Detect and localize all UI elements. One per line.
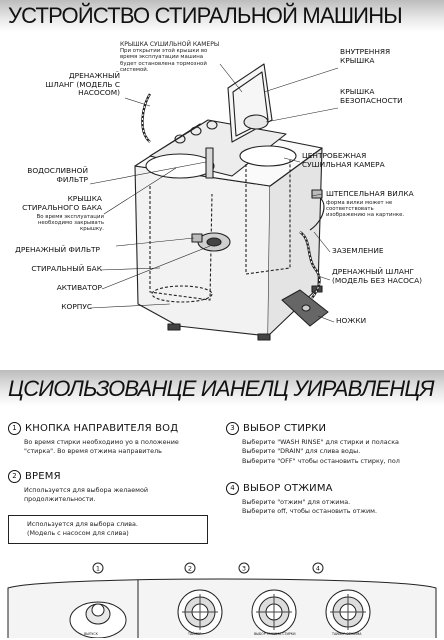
knob-label-wash-mode: ВЫБОР РЕЖИМА СТИРКИ: [254, 632, 296, 636]
panel-marker: 2: [188, 565, 192, 573]
plug-label: ШТЕПСЕЛЬНАЯ ВИЛКА: [326, 189, 414, 198]
overflow-filter-label: ВОДОСЛИВНОЙ ФИЛЬТР: [27, 166, 88, 184]
control-description: Выберите "WASH RINSE" для стирки и полас…: [242, 438, 400, 465]
section-bar: [0, 370, 444, 406]
control-number: 3: [226, 422, 239, 435]
drain-select-box: Используется для выбора слива. (Модель с…: [8, 515, 208, 544]
feet-label: НОЖКИ: [336, 316, 367, 325]
drying-lid-note: КРЫШКА СУШИЛЬНОЙ КАМЕРЫ При открытии это…: [120, 41, 220, 73]
knob-label-spin-timer: ТАЙМЕР ОТЖИМА: [332, 632, 362, 636]
drain-hose-nopump-label: ДРЕНАЖНЫЙ ШЛАНГ (МОДЕЛЬ БЕЗ НАСОСА): [332, 267, 423, 285]
control-title: ВРЕМЯ: [25, 471, 61, 482]
drying-lid-line: системой.: [120, 66, 149, 73]
control-title: КНОПКА НАПРАВИТЕЛЯ ВОД: [25, 423, 179, 434]
drying-lid-line: При открытии этой крышки во: [120, 48, 208, 55]
spin-chamber-label: ЦЕНТРОБЕЖНАЯ СУШИЛЬНАЯ КАМЕРА: [302, 151, 385, 169]
wash-tub-lid-note: Во время эксплуатации необходимо закрыва…: [36, 214, 104, 233]
agitator-label: АКТИВАТОР: [56, 283, 102, 292]
washing-machine-diagram: КРЫШКА СУШИЛЬНОЙ КАМЕРЫ При открытии это…: [0, 36, 444, 366]
washing-machine-illustration: [89, 63, 339, 341]
drying-lid-line: будет остановлена тормозной: [120, 60, 207, 67]
inner-lid-label: ВНУТРЕННЯЯ КРЫШКА: [340, 47, 391, 65]
wash-tub-label: СТИРАЛЬНЫЙ БАК: [31, 264, 102, 273]
title-bar: УСТРОЙСТВО СТИРАЛЬНОЙ МАШИНЫ: [0, 0, 444, 32]
control-number: 2: [8, 470, 21, 483]
page-title: УСТРОЙСТВО СТИРАЛЬНОЙ МАШИНЫ: [8, 3, 403, 28]
control-panel-drawing: 1 2 3 4: [7, 562, 437, 638]
knob-label-timer: ТАЙМЕР: [188, 632, 202, 636]
panel-marker: 3: [242, 565, 246, 573]
ground-label: ЗАЗЕМЛЕНИЕ: [332, 246, 384, 255]
control-panel-illustration: 1 2 3 4 ВЫПУСК ТАЙМЕР ВЫБОР РЕЖИМА СТИРК…: [4, 558, 440, 638]
drying-lid-line: время эксплуатации машина: [120, 54, 204, 61]
control-description: Во время стирки необходимо уо в положени…: [24, 438, 179, 456]
control-wash-select: 3 ВЫБОР СТИРКИ Выберите "WASH RINSE" для…: [226, 422, 400, 466]
wash-tub-lid-label: КРЫШКА СТИРАЛЬНОГО БАКА: [22, 194, 102, 212]
drying-lid-heading: КРЫШКА СУШИЛЬНОЙ КАМЕРЫ: [120, 41, 220, 48]
drain-filter-label: ДРЕНАЖНЫЙ ФИЛЬТР: [15, 245, 100, 254]
control-number: 1: [8, 422, 21, 435]
control-title: ВЫБОР СТИРКИ: [243, 423, 327, 434]
control-number: 4: [226, 482, 239, 495]
knob-label-drain: ВЫПУСК: [84, 632, 98, 636]
control-title: ВЫБОР ОТЖИМА: [243, 483, 333, 494]
body-label: КОРПУС: [61, 302, 92, 311]
drain-hose-pump-label: ДРЕНАЖНЫЙ ШЛАНГ (МОДЕЛЬ С НАСОСОМ): [45, 71, 120, 98]
control-description: Используется для выбора желаемой продолж…: [24, 486, 149, 504]
control-water-guide: 1 КНОПКА НАПРАВИТЕЛЯ ВОД Во время стирки…: [8, 422, 179, 457]
control-spin-select: 4 ВЫБОР ОТЖИМА Выберите "отжим" для отжи…: [226, 482, 377, 517]
safety-lid-label: КРЫШКА БЕЗОПАСНОСТИ: [340, 87, 403, 105]
plug-note: форма вилки может не соответствовать изо…: [326, 200, 405, 219]
section-title: ЦСИОЛЬЗОВАНЦЕ ИАНЕЛЦ УИРАВЛЕНЦЯ: [8, 376, 435, 401]
control-time: 2 ВРЕМЯ Используется для выбора желаемой…: [8, 470, 148, 505]
machine-body-front: [134, 165, 271, 337]
panel-marker: 1: [96, 565, 100, 573]
panel-marker: 4: [316, 565, 320, 573]
control-description: Выберите "отжим" для отжима. Выберите of…: [242, 498, 377, 516]
